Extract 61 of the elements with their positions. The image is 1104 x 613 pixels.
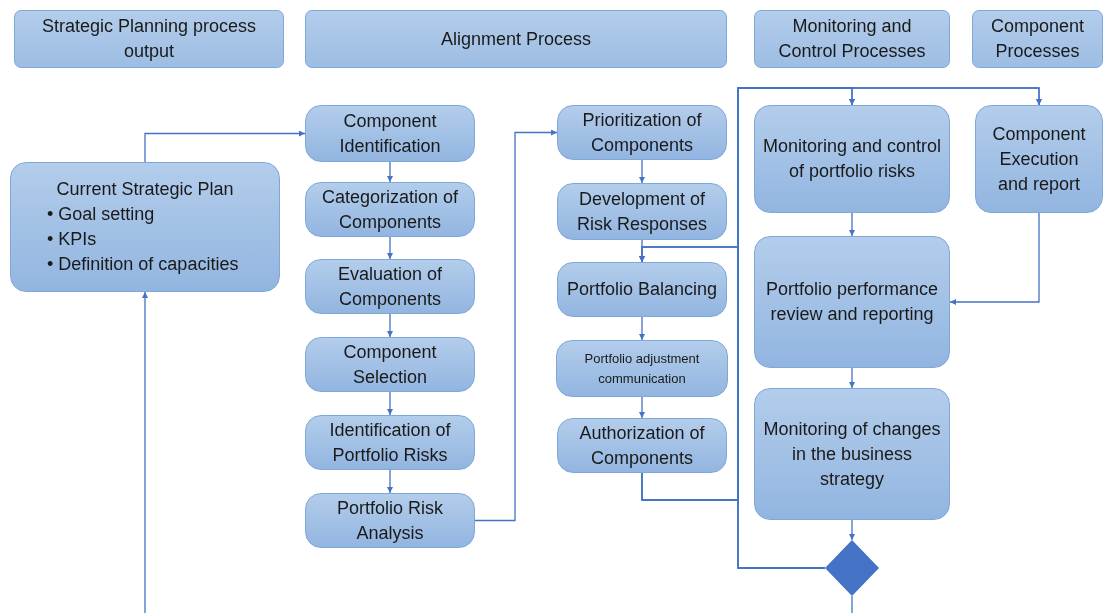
process-box	[557, 262, 727, 317]
box-label: Portfolio performance review and reporting	[764, 278, 940, 326]
box-label: Prioritization of Components	[581, 108, 703, 157]
column-heading: Monitoring and Control Processes	[777, 15, 927, 63]
process-box	[305, 259, 475, 314]
box-label: Monitoring and control of portfolio risks	[761, 135, 943, 183]
box-label: Component Identification	[338, 109, 442, 158]
arrow	[387, 391, 393, 416]
arrow	[849, 367, 855, 389]
box-label: Component Execution and report	[991, 122, 1087, 196]
box-label: Monitoring of changes in the business strategy	[762, 417, 942, 491]
process-box	[10, 162, 280, 292]
arrow	[387, 313, 393, 338]
process-box	[557, 418, 727, 473]
box-label: Component Selection	[342, 340, 438, 389]
bullet-item: • KPIs	[47, 228, 98, 251]
arrow	[639, 246, 826, 569]
header-box	[972, 10, 1103, 68]
process-box	[305, 105, 475, 162]
arrow	[639, 159, 645, 184]
box-label: Portfolio Balancing	[565, 278, 719, 301]
process-box	[754, 388, 950, 520]
arrow	[639, 316, 645, 341]
process-box	[305, 337, 475, 392]
header-box	[305, 10, 727, 68]
arrow	[142, 291, 148, 613]
box-label: Authorization of Components	[578, 421, 706, 470]
header-box	[754, 10, 950, 68]
process-box	[305, 182, 475, 237]
process-box	[305, 415, 475, 470]
connector-line	[851, 595, 853, 613]
header-box	[14, 10, 284, 68]
arrow	[949, 212, 1040, 305]
arrow	[144, 130, 306, 163]
box-label: Portfolio Risk Analysis	[336, 496, 444, 545]
arrow	[849, 212, 855, 237]
decision-diamond	[825, 540, 879, 596]
box-label: Portfolio adjustment communication	[583, 349, 701, 388]
box-label: Evaluation of Components	[336, 262, 444, 311]
process-box	[754, 236, 950, 368]
process-box	[305, 493, 475, 548]
column-heading: Component Processes	[989, 15, 1086, 63]
arrow	[387, 236, 393, 260]
process-box	[557, 183, 727, 240]
box-label: Identification of Portfolio Risks	[328, 418, 452, 467]
box-label: Categorization of Components	[320, 185, 460, 234]
arrow	[474, 129, 558, 522]
bullet-item: • Definition of capacities	[47, 253, 240, 276]
process-box	[975, 105, 1103, 213]
arrow	[387, 161, 393, 183]
process-box	[557, 105, 727, 160]
box-label: Current Strategic Plan	[55, 178, 235, 201]
arrow	[387, 469, 393, 494]
column-heading: Alignment Process	[439, 27, 593, 51]
arrow	[639, 396, 645, 419]
bullet-item: • Goal setting	[47, 203, 156, 226]
process-box	[754, 105, 950, 213]
box-label: Development of Risk Responses	[575, 187, 709, 236]
column-heading: Strategic Planning process output	[40, 15, 258, 63]
process-box	[556, 340, 728, 397]
arrow	[849, 519, 855, 541]
